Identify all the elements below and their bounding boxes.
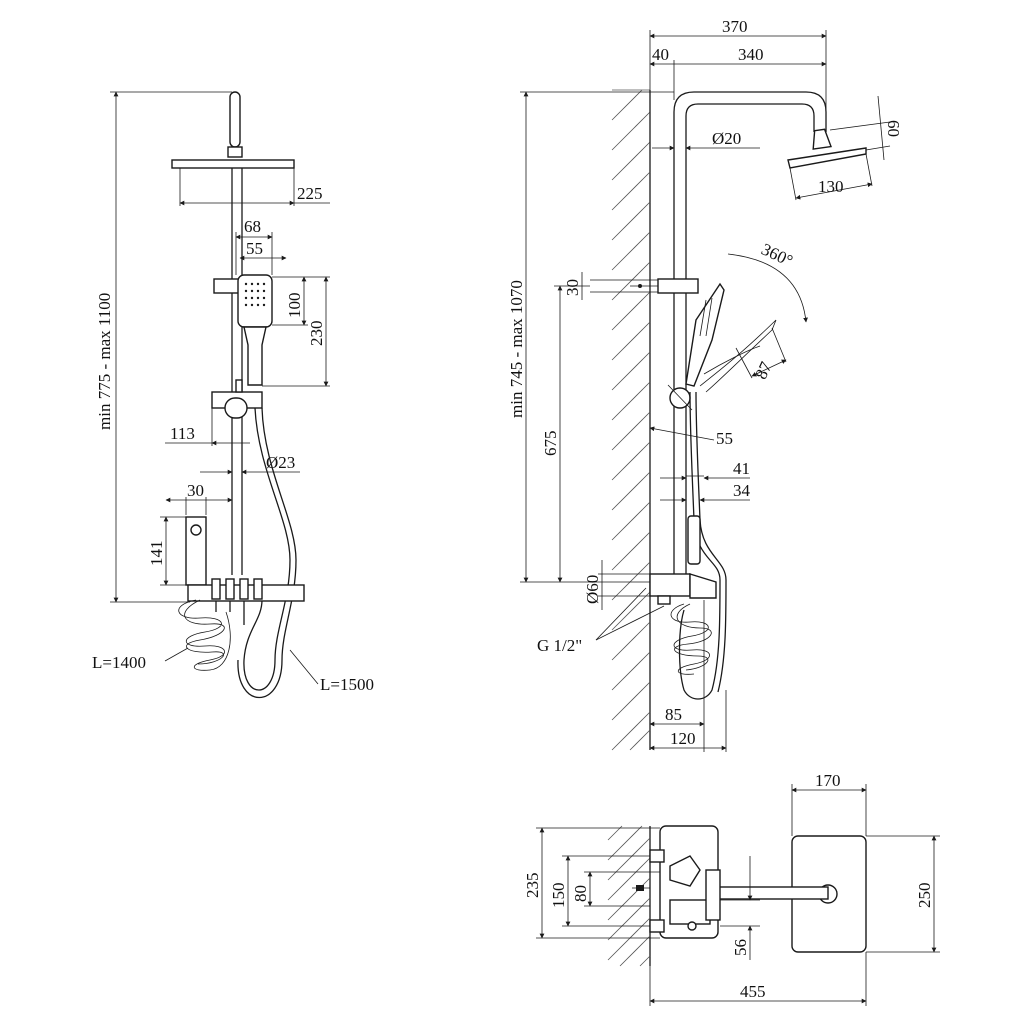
side-conn-dia: Ø60 [583,575,602,604]
side-thread: G 1/2" [537,636,582,655]
front-hand-100: 100 [285,293,304,319]
front-hose-left: L=1400 [92,653,146,672]
top-w455: 455 [740,982,766,1001]
side-head-60: 60 [884,120,903,137]
side-arm-40: 40 [652,45,669,64]
top-wall-hatch [607,825,651,967]
side-pipe-dia: Ø20 [712,129,741,148]
side-d34: 34 [733,481,751,500]
side-head-130: 130 [818,177,844,196]
front-spout-141: 141 [147,541,166,567]
side-view: 370 40 340 60 130 Ø20 min 745 - max 1070 [507,17,903,752]
wall-hatch [611,89,651,751]
side-angle-87: 87 [751,358,776,382]
top-h235: 235 [523,873,542,899]
top-view: 170 250 235 150 80 [523,771,940,1006]
side-rotation: 360° [758,240,795,271]
front-pipe-dia: Ø23 [266,453,295,472]
front-height-label: min 775 - max 1100 [95,293,114,430]
front-hand-55: 55 [246,239,263,258]
side-height-label: min 745 - max 1070 [507,280,526,418]
front-view: min 775 - max 1100 225 68 55 [92,91,374,698]
front-head-width: 225 [297,184,323,203]
side-d120: 120 [670,729,696,748]
side-bracket-30: 30 [563,279,582,296]
top-w170: 170 [815,771,841,790]
side-d85: 85 [665,705,682,724]
front-spout-30: 30 [187,481,204,500]
front-hose-right: L=1500 [320,675,374,694]
top-d56: 56 [731,939,750,956]
spray-nozzles [244,282,266,307]
side-d41: 41 [733,459,750,478]
top-h250: 250 [915,883,934,909]
side-arm-370: 370 [722,17,748,36]
side-dist-675: 675 [541,431,560,457]
top-h80: 80 [571,885,590,902]
top-h150: 150 [549,883,568,909]
front-hand-68: 68 [244,217,261,236]
front-hand-230: 230 [307,321,326,347]
front-offset-113: 113 [170,424,195,443]
side-dist-55: 55 [716,429,733,448]
side-arm-340: 340 [738,45,764,64]
